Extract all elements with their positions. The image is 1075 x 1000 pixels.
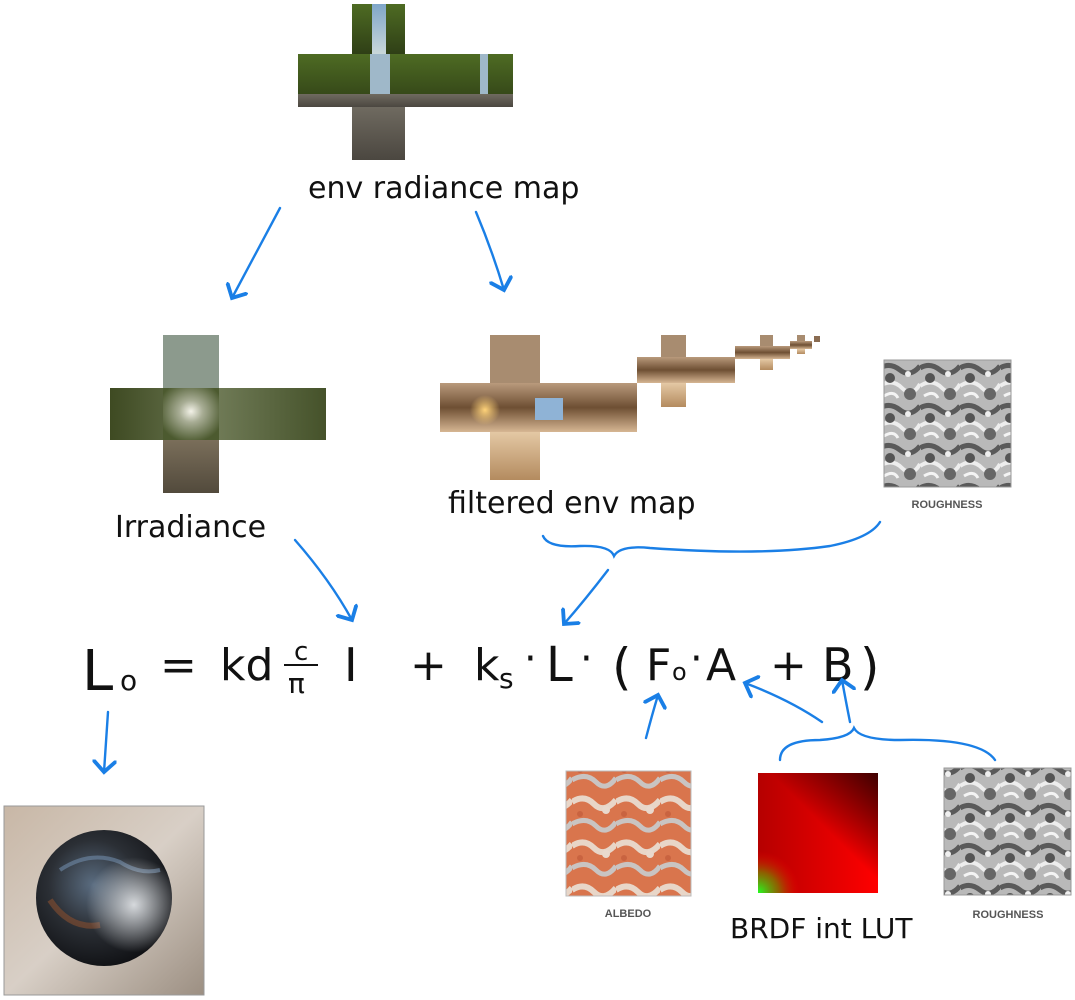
- eq-ks: k: [474, 640, 500, 691]
- roughness-top-label: ROUGHNESS: [912, 499, 983, 511]
- arrow-irradiance-to-eq: [293, 538, 352, 620]
- brace-filtered-roughness: [541, 520, 882, 559]
- eq-frac-num: c: [294, 637, 308, 667]
- eq-lhs-sub: o: [120, 664, 137, 697]
- eq-irradiance-I: I: [344, 638, 358, 692]
- eq-kd: kd: [220, 640, 273, 691]
- filtered-env-map-label: filtered env map: [448, 486, 696, 521]
- eq-ks-sub: s: [499, 662, 514, 695]
- eq-F: F: [646, 640, 671, 691]
- arrow-albedo-to-F: [646, 695, 658, 740]
- roughness-texture-bottom: [943, 767, 1072, 896]
- eq-rparen: ): [860, 638, 880, 696]
- irradiance-cubemap: [110, 335, 326, 493]
- eq-plus-1: +: [410, 640, 447, 691]
- arrow-brace-to-A: [745, 683, 824, 724]
- eq-dot-3: ·: [690, 636, 703, 682]
- eq-L: L: [546, 637, 573, 693]
- brace-lut-roughness: [778, 725, 997, 762]
- roughness-texture-top: [883, 359, 1012, 488]
- albedo-texture: [565, 770, 692, 897]
- rendered-sphere-image: [3, 805, 205, 996]
- flow-arrows: [104, 206, 997, 772]
- irradiance-label: Irradiance: [115, 510, 266, 545]
- brdf-lut-texture: [758, 773, 878, 893]
- arrow-brace-to-L: [564, 568, 610, 624]
- arrow-brace-to-B: [842, 680, 850, 724]
- eq-lparen: (: [612, 638, 632, 696]
- arrow-eq-to-sphere: [104, 710, 108, 772]
- eq-equals: =: [160, 640, 197, 691]
- eq-dot-2: ·: [580, 636, 593, 682]
- eq-B: B: [822, 638, 854, 692]
- eq-lhs: L: [82, 639, 113, 704]
- arrow-env-to-irradiance: [232, 206, 282, 298]
- eq-F-sub: o: [672, 658, 687, 686]
- rendering-equation: L o = kd c π I + k s · L · ( F o · A + B…: [82, 636, 880, 704]
- env-radiance-cubemap: [298, 4, 513, 160]
- filtered-env-mipchain: [440, 335, 820, 480]
- arrow-env-to-filtered: [474, 210, 504, 290]
- eq-A: A: [706, 640, 736, 691]
- eq-frac-den: π: [288, 667, 305, 700]
- env-radiance-map-label: env radiance map: [308, 171, 579, 206]
- eq-dot-1: ·: [524, 636, 537, 682]
- eq-plus-2: +: [770, 640, 807, 691]
- brdf-lut-label: BRDF int LUT: [730, 912, 913, 945]
- albedo-label: ALBEDO: [605, 908, 652, 920]
- roughness-bottom-label: ROUGHNESS: [973, 909, 1044, 921]
